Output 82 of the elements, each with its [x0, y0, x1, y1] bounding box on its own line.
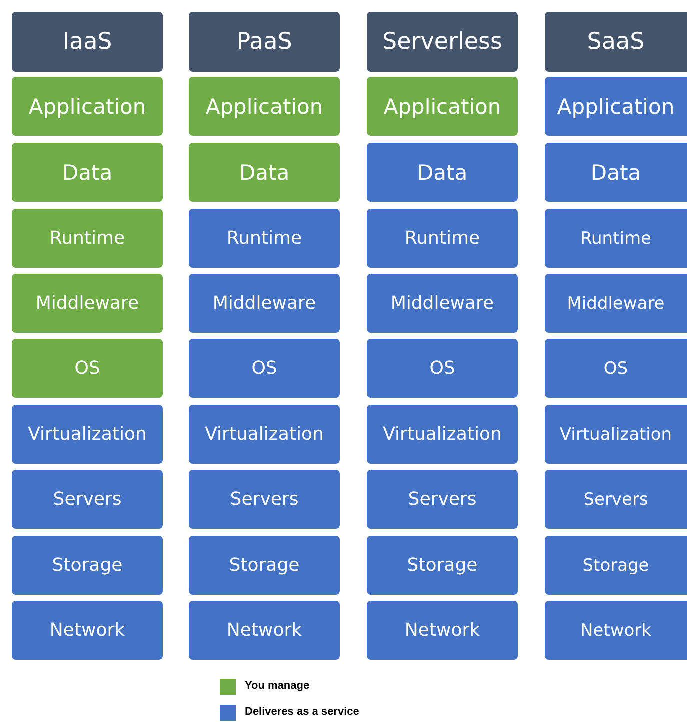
- layer-block: [12, 470, 163, 529]
- layer-label: Servers: [408, 489, 477, 510]
- layer-block: [189, 77, 340, 136]
- layer-block: [545, 77, 687, 136]
- layer-block: [545, 274, 687, 333]
- column-title: IaaS: [62, 29, 112, 55]
- layer-label: Storage: [229, 555, 300, 576]
- layer-block: [545, 143, 687, 202]
- layer-block: [12, 274, 163, 333]
- layer-label: Storage: [582, 556, 650, 576]
- layer-block: [545, 470, 687, 529]
- layer-label: Network: [404, 620, 480, 641]
- layer-label: Application: [384, 94, 502, 118]
- layer-block: [189, 601, 340, 660]
- layer-block: [189, 339, 340, 398]
- layer-block: [189, 470, 340, 529]
- column-title: Serverless: [382, 29, 502, 55]
- layer-label: Middleware: [212, 293, 316, 314]
- layer-label: Runtime: [404, 228, 480, 249]
- layer-label: OS: [252, 358, 278, 379]
- layer-block: [367, 209, 518, 268]
- layer-label: OS: [74, 358, 100, 379]
- layer-block: [12, 601, 163, 660]
- layer-block: [367, 536, 518, 595]
- layer-block: [545, 601, 687, 660]
- column-title: PaaS: [236, 29, 292, 55]
- layer-label: Runtime: [226, 228, 302, 249]
- layer-block: [545, 339, 687, 398]
- layer-block: [12, 339, 163, 398]
- layer-label: Servers: [53, 489, 122, 510]
- layer-label: Data: [417, 160, 468, 184]
- column-header: [545, 12, 687, 72]
- layer-label: Application: [557, 94, 675, 118]
- layer-label: Middleware: [36, 293, 140, 314]
- layer-block: [12, 77, 163, 136]
- layer-block: [367, 601, 518, 660]
- layer-label: Application: [206, 94, 324, 118]
- layer-label: Virtualization: [28, 424, 147, 445]
- legend-label: You manage: [245, 680, 310, 692]
- layer-label: OS: [430, 358, 456, 379]
- column-header: [189, 12, 340, 72]
- layer-block: [189, 405, 340, 464]
- layer-block: [189, 143, 340, 202]
- layer-block: [367, 143, 518, 202]
- layer-block: [12, 536, 163, 595]
- layer-block: [367, 405, 518, 464]
- layer-block: [189, 209, 340, 268]
- layer-label: Servers: [584, 490, 648, 510]
- layer-label: Data: [239, 160, 290, 184]
- layer-label: Storage: [407, 555, 478, 576]
- layer-label: Data: [590, 160, 642, 184]
- layer-block: [545, 209, 687, 268]
- layer-block: [189, 536, 340, 595]
- layer-label: Virtualization: [205, 424, 324, 445]
- layer-label: Servers: [230, 489, 299, 510]
- layer-block: [367, 339, 518, 398]
- layer-block: [12, 143, 163, 202]
- layer-label: Data: [62, 160, 113, 184]
- layer-label: Network: [580, 620, 652, 640]
- layer-block: [367, 274, 518, 333]
- layer-label: Runtime: [50, 228, 126, 249]
- layer-label: Storage: [52, 555, 123, 576]
- layer-block: [545, 405, 687, 464]
- layer-label: Runtime: [580, 228, 652, 248]
- layer-block: [12, 405, 163, 464]
- layer-block: [545, 536, 687, 595]
- layer-block: [367, 470, 518, 529]
- layer-block: [367, 77, 518, 136]
- column-title: SaaS: [587, 29, 645, 55]
- layer-label: Network: [226, 620, 302, 641]
- layer-label: Middleware: [567, 294, 665, 314]
- legend-label: Deliveres as a service: [245, 706, 360, 718]
- layer-label: Virtualization: [383, 424, 502, 445]
- layer-label: Network: [50, 620, 126, 641]
- layer-block: [12, 209, 163, 268]
- layer-label: Application: [28, 94, 146, 118]
- layer-block: [189, 274, 340, 333]
- layer-label: OS: [604, 358, 628, 378]
- column-header: [12, 12, 163, 72]
- layer-label: Middleware: [390, 293, 494, 314]
- layer-label: Virtualization: [560, 424, 672, 444]
- column-header: [367, 12, 518, 72]
